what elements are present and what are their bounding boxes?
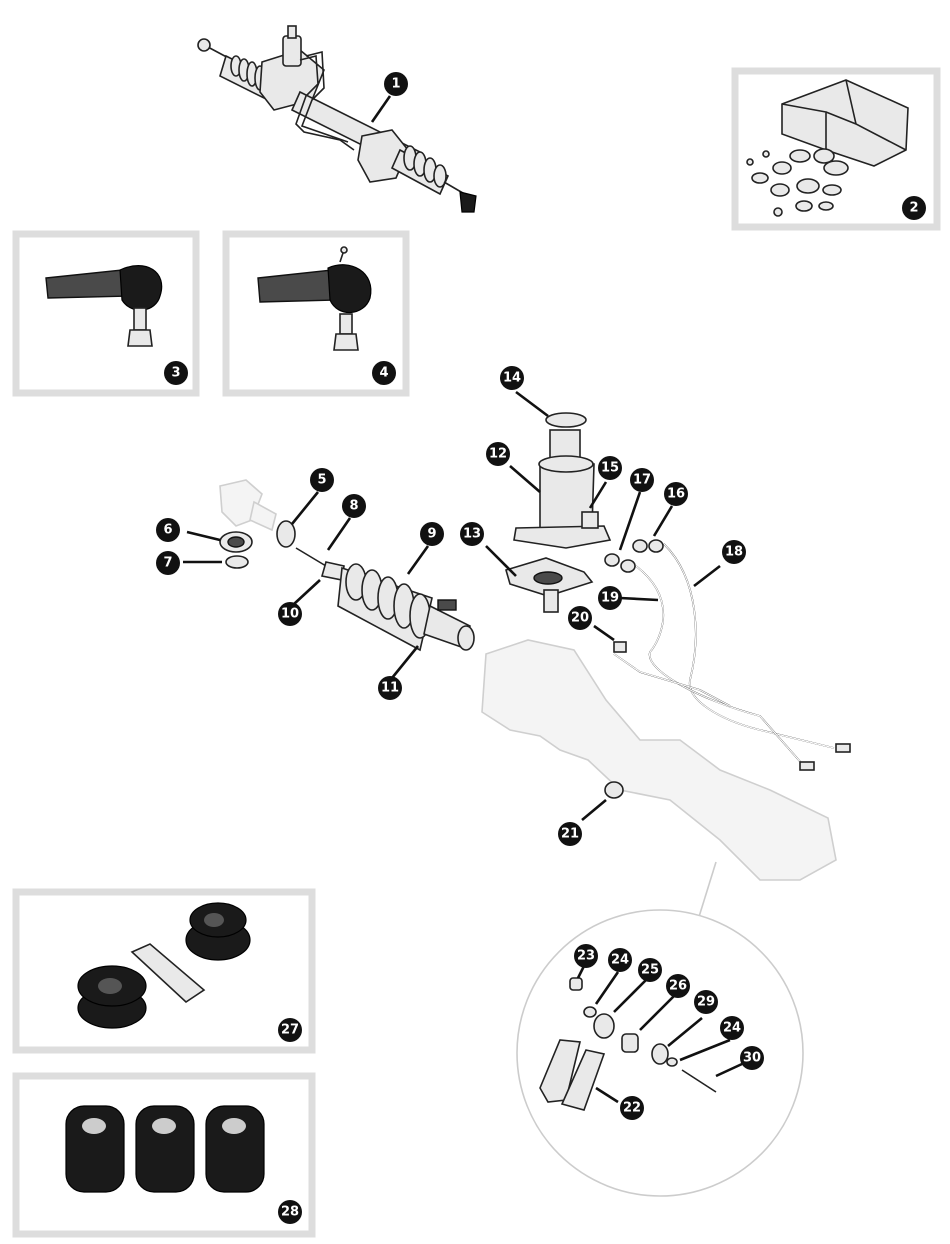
seal-kit-illustration [746, 79, 909, 217]
bush-set-illustration [65, 1105, 265, 1193]
callout-label: 7 [163, 556, 172, 571]
bush-kit-illustration [77, 902, 251, 1029]
callout-label: 14 [503, 371, 521, 386]
steering-rack-assembly [197, 25, 477, 213]
callout-label: 29 [697, 995, 715, 1010]
callout-9: 9 [420, 522, 444, 546]
callout-label: 24 [723, 1021, 741, 1036]
rack-housing-outline [219, 479, 837, 881]
callout-label: 1 [391, 77, 400, 92]
callout-label: 3 [171, 366, 180, 381]
callout-3: 3 [164, 361, 188, 385]
callout-18: 18 [722, 540, 746, 564]
callout-label: 19 [601, 591, 619, 606]
callout-label: 25 [641, 963, 659, 978]
callout-label: 13 [463, 527, 481, 542]
callout-30: 30 [740, 1046, 764, 1070]
callout-24a: 24 [608, 948, 632, 972]
callout-22: 22 [620, 1096, 644, 1120]
callout-label: 8 [349, 499, 358, 514]
callout-label: 12 [489, 447, 507, 462]
valve-housing-assembly [505, 412, 612, 613]
callout-label: 27 [281, 1023, 299, 1038]
callout-7: 7 [156, 551, 180, 575]
callout-label: 6 [163, 523, 172, 538]
callout-label: 16 [667, 487, 685, 502]
callout-label: 2 [909, 201, 918, 216]
callout-11: 11 [378, 676, 402, 700]
tie-rod-end-3 [45, 265, 163, 347]
callout-26: 26 [666, 974, 690, 998]
callout-21: 21 [558, 822, 582, 846]
callout-label: 15 [601, 461, 619, 476]
callout-10: 10 [278, 602, 302, 626]
callout-12: 12 [486, 442, 510, 466]
callout-label: 28 [281, 1205, 299, 1220]
callout-27: 27 [278, 1018, 302, 1042]
callout-label: 11 [381, 681, 399, 696]
callout-label: 4 [379, 366, 388, 381]
callout-label: 17 [633, 473, 651, 488]
callout-23: 23 [574, 944, 598, 968]
callout-label: 26 [669, 979, 687, 994]
callout-4: 4 [372, 361, 396, 385]
hydraulic-pipes [604, 539, 851, 799]
tie-rod-end-panel-3 [12, 230, 200, 397]
callout-label: 23 [577, 949, 595, 964]
callout-28: 28 [278, 1200, 302, 1224]
callout-14: 14 [500, 366, 524, 390]
callout-label: 24 [611, 953, 629, 968]
callout-label: 21 [561, 827, 579, 842]
callout-label: 22 [623, 1101, 641, 1116]
callout-label: 10 [281, 607, 299, 622]
callout-label: 18 [725, 545, 743, 560]
callout-1: 1 [384, 72, 408, 96]
boot-and-fittings [219, 520, 475, 652]
callout-label: 5 [317, 473, 326, 488]
callout-label: 9 [427, 527, 436, 542]
callout-19: 19 [598, 586, 622, 610]
callout-13: 13 [460, 522, 484, 546]
callout-24b: 24 [720, 1016, 744, 1040]
leader-lines [183, 95, 743, 1104]
callout-15: 15 [598, 456, 622, 480]
callout-label: 20 [571, 611, 589, 626]
callout-17: 17 [630, 468, 654, 492]
tie-rod-end-4 [257, 246, 372, 351]
callout-29: 29 [694, 990, 718, 1014]
callout-2: 2 [902, 196, 926, 220]
callout-16: 16 [664, 482, 688, 506]
callout-label: 30 [743, 1051, 761, 1066]
callout-20: 20 [568, 606, 592, 630]
callout-25: 25 [638, 958, 662, 982]
callout-8: 8 [342, 494, 366, 518]
callout-5: 5 [310, 468, 334, 492]
callout-6: 6 [156, 518, 180, 542]
mount-detail-view [516, 861, 804, 1197]
